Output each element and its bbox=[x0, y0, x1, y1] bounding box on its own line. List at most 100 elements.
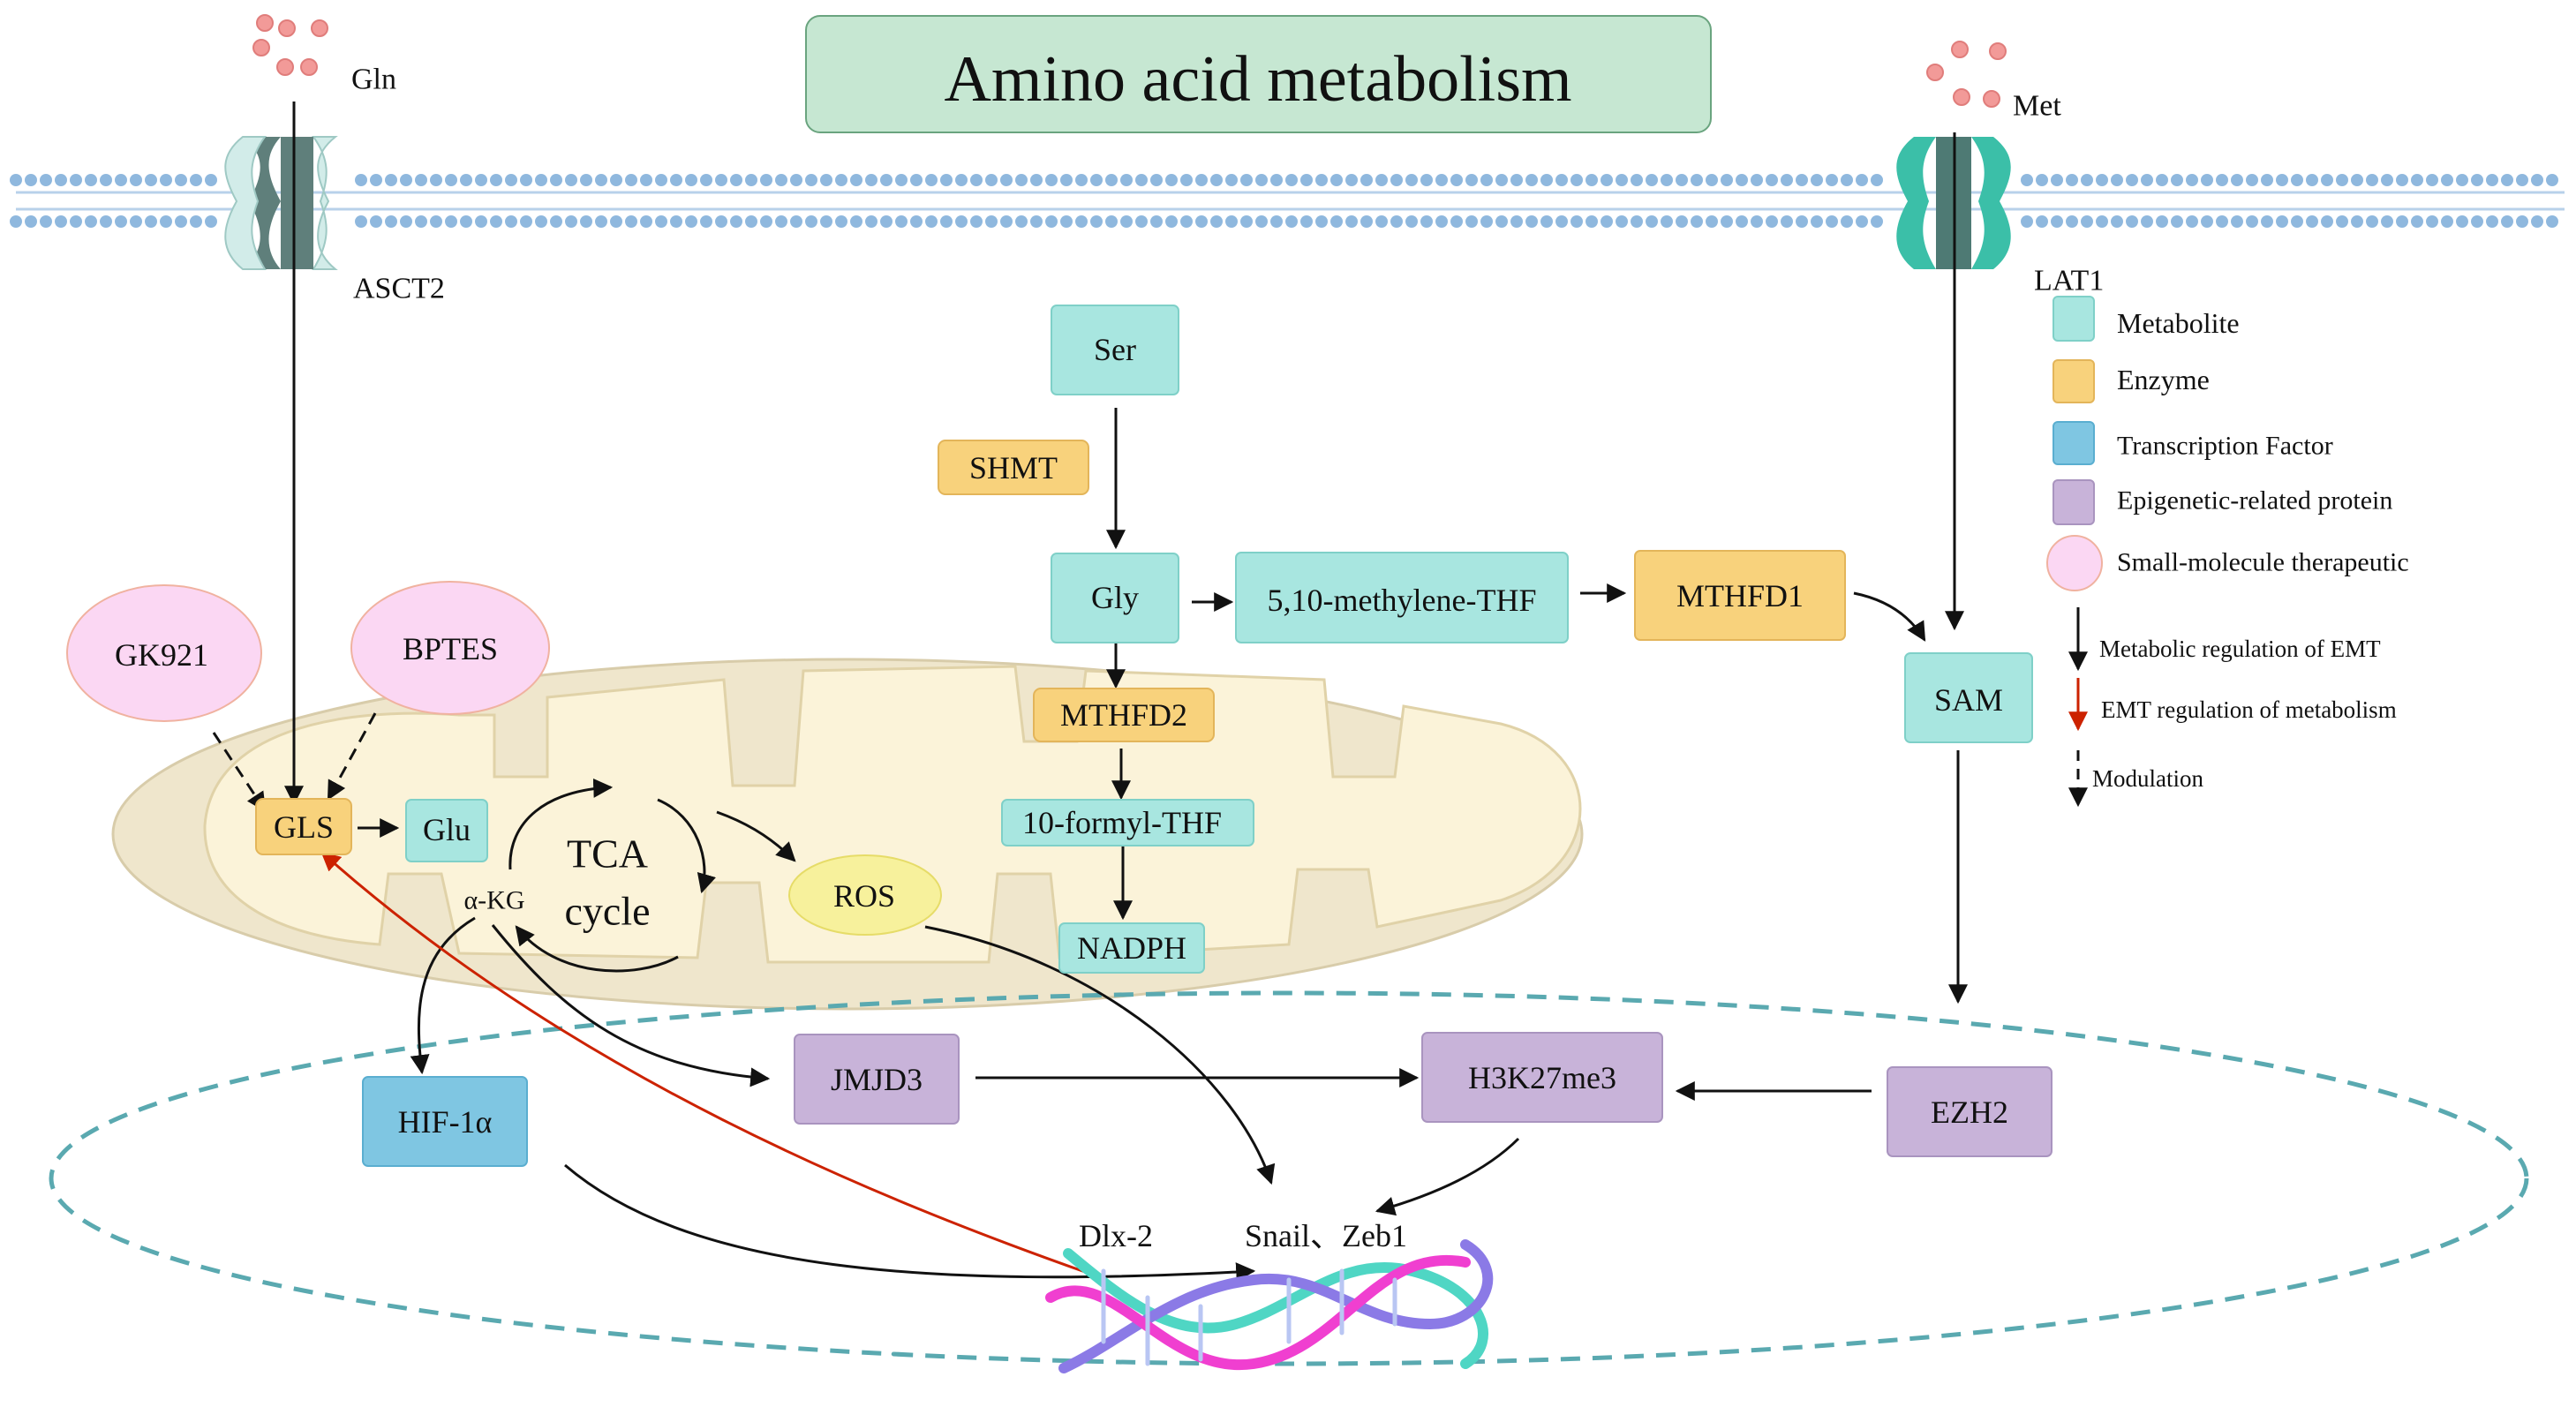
lipid-head bbox=[1676, 215, 1688, 228]
lipid-head bbox=[850, 174, 862, 186]
lipid-head bbox=[2486, 215, 2498, 228]
lipid-head bbox=[2111, 174, 2123, 186]
lipid-head bbox=[580, 215, 592, 228]
node-sam[interactable]: SAM bbox=[1904, 652, 2033, 743]
lipid-head bbox=[1751, 215, 1763, 228]
lipid-head bbox=[610, 174, 622, 186]
lipid-head bbox=[2021, 174, 2033, 186]
lipid-head bbox=[1601, 215, 1613, 228]
lipid-head bbox=[1435, 174, 1448, 186]
node-gk921[interactable]: GK921 bbox=[66, 584, 262, 722]
lipid-head bbox=[160, 174, 172, 186]
lipid-head bbox=[1811, 215, 1823, 228]
lipid-head bbox=[115, 215, 127, 228]
lipid-head bbox=[1015, 215, 1028, 228]
lipid-head bbox=[820, 174, 832, 186]
lipid-head bbox=[670, 215, 682, 228]
lipid-head bbox=[2471, 215, 2483, 228]
node-ros[interactable]: ROS bbox=[788, 854, 942, 936]
legend-emt-regulation-label: EMT regulation of metabolism bbox=[2101, 696, 2397, 723]
lipid-head bbox=[595, 215, 607, 228]
lipid-head bbox=[460, 215, 472, 228]
node-gly[interactable]: Gly bbox=[1051, 553, 1179, 643]
lipid-head bbox=[1480, 215, 1493, 228]
lipid-head bbox=[2216, 215, 2228, 228]
lipid-head bbox=[1420, 215, 1433, 228]
lipid-head bbox=[2366, 174, 2378, 186]
lipid-head bbox=[505, 215, 517, 228]
node-jmjd3[interactable]: JMJD3 bbox=[794, 1034, 960, 1125]
lipid-head bbox=[460, 174, 472, 186]
node-hif1a[interactable]: HIF-1α bbox=[362, 1076, 528, 1167]
node-shmt[interactable]: SHMT bbox=[938, 440, 1089, 495]
lipid-head bbox=[2156, 174, 2168, 186]
asct2-transporter bbox=[224, 136, 338, 270]
lipid-head bbox=[2186, 215, 2198, 228]
legend-metabolite-label: Metabolite bbox=[2117, 307, 2240, 339]
tca-arc-bottom bbox=[515, 925, 679, 973]
node-bptes[interactable]: BPTES bbox=[350, 581, 550, 715]
lipid-head bbox=[1510, 174, 1523, 186]
lipid-head bbox=[805, 215, 817, 228]
lipid-head bbox=[940, 174, 953, 186]
lipid-head bbox=[1210, 174, 1223, 186]
node-nadph[interactable]: NADPH bbox=[1058, 922, 1205, 974]
lipid-head bbox=[805, 174, 817, 186]
lipid-head bbox=[685, 215, 697, 228]
lipid-head bbox=[2546, 215, 2558, 228]
node-formyl-thf[interactable]: 10-formyl-THF bbox=[1001, 799, 1254, 846]
lipid-head bbox=[790, 174, 802, 186]
lipid-head bbox=[1435, 215, 1448, 228]
lipid-head bbox=[1811, 174, 1823, 186]
node-gls[interactable]: GLS bbox=[255, 798, 352, 855]
lipid-head bbox=[1736, 174, 1748, 186]
lipid-head bbox=[100, 215, 112, 228]
lipid-head bbox=[1601, 174, 1613, 186]
node-ser[interactable]: Ser bbox=[1051, 305, 1179, 395]
lipid-head bbox=[2381, 215, 2393, 228]
lipid-head bbox=[910, 174, 923, 186]
lipid-head bbox=[2096, 215, 2108, 228]
node-glu[interactable]: Glu bbox=[405, 799, 488, 862]
node-formyl-thf-label: 10-formyl-THF bbox=[1022, 805, 1222, 840]
lipid-head bbox=[1781, 174, 1793, 186]
lipid-head bbox=[400, 174, 412, 186]
lipid-head bbox=[2336, 174, 2348, 186]
lipid-head bbox=[610, 215, 622, 228]
lipid-head bbox=[1180, 215, 1193, 228]
node-h3k27me3[interactable]: H3K27me3 bbox=[1421, 1032, 1663, 1123]
lipid-head bbox=[2171, 174, 2183, 186]
legend-therapeutic-label: Small-molecule therapeutic bbox=[2117, 548, 2409, 577]
node-bptes-label: BPTES bbox=[403, 631, 498, 666]
diagram-title: Amino acid metabolism bbox=[944, 43, 1571, 116]
legend-swatch-therapeutic bbox=[2046, 535, 2103, 591]
lipid-head bbox=[1841, 215, 1853, 228]
lipid-head bbox=[535, 174, 547, 186]
lipid-head bbox=[1661, 174, 1673, 186]
lipid-head bbox=[940, 215, 953, 228]
lipid-head bbox=[145, 215, 157, 228]
lipid-head bbox=[835, 215, 847, 228]
lipid-head bbox=[2096, 174, 2108, 186]
dna-helix-icon bbox=[1045, 1239, 1494, 1373]
lipid-head bbox=[1045, 174, 1058, 186]
node-methylene-thf[interactable]: 5,10-methylene-THF bbox=[1235, 552, 1569, 643]
lipid-head bbox=[1000, 174, 1013, 186]
lipid-head bbox=[130, 174, 142, 186]
lipid-head bbox=[205, 215, 217, 228]
lipid-head bbox=[550, 215, 562, 228]
lipid-head bbox=[1525, 174, 1538, 186]
arrow-akg-to-jmjd3 bbox=[491, 924, 771, 1087]
lipid-head bbox=[2201, 174, 2213, 186]
lipid-head bbox=[1255, 174, 1268, 186]
lipid-head bbox=[970, 174, 983, 186]
lipid-head bbox=[1360, 174, 1373, 186]
lipid-head bbox=[490, 174, 502, 186]
lipid-head bbox=[1856, 174, 1868, 186]
node-mthfd1[interactable]: MTHFD1 bbox=[1634, 550, 1846, 641]
lipid-head bbox=[2471, 174, 2483, 186]
lipid-head bbox=[1465, 215, 1478, 228]
node-ezh2[interactable]: EZH2 bbox=[1887, 1066, 2053, 1157]
node-mthfd2[interactable]: MTHFD2 bbox=[1033, 688, 1215, 742]
